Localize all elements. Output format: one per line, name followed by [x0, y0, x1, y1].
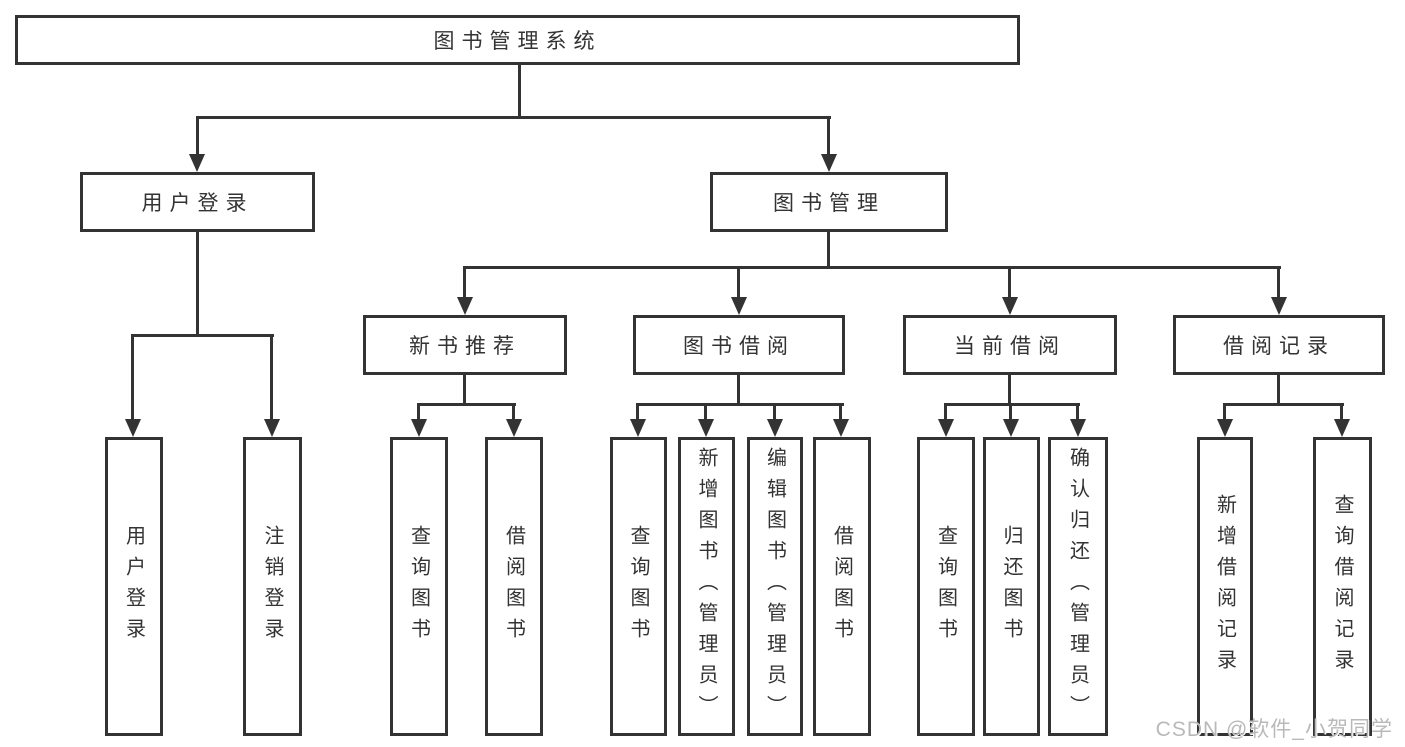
- arrow-down-icon: [1217, 419, 1233, 437]
- leaf-borrow-books-1: 借阅图书: [485, 437, 543, 736]
- arrow-down-icon: [1003, 419, 1019, 437]
- leaf-query-borrow-record: 查询借阅记录: [1313, 437, 1372, 736]
- connector-drop: [773, 403, 776, 421]
- connector-drop: [1076, 403, 1079, 421]
- connector-drop: [1340, 403, 1343, 421]
- connector-root-branch: [196, 116, 831, 119]
- node-book-borrowing: 图书借阅: [633, 315, 845, 375]
- leaf-label: 新增借阅记录: [1213, 493, 1236, 680]
- leaf-label: 查询图书: [407, 524, 430, 649]
- connector-current-borrow-branch: [944, 403, 1080, 406]
- connector-user-login-branch: [131, 334, 274, 337]
- leaf-label: 新增图书（管理员）: [695, 447, 717, 726]
- arrow-down-icon: [767, 419, 783, 437]
- node-new-book-recommendation: 新书推荐: [363, 315, 567, 375]
- connector-new-book-rec-stem: [463, 375, 466, 405]
- connector-borrow-records-stem: [1277, 375, 1280, 405]
- arrow-down-icon: [630, 419, 646, 437]
- arrow-down-icon: [411, 419, 427, 437]
- connector-new-book-rec-branch: [417, 403, 516, 406]
- connector-drop: [512, 403, 515, 421]
- node-root: 图书管理系统: [15, 15, 1020, 65]
- arrow-down-icon: [1271, 297, 1287, 315]
- arrow-down-icon: [1334, 419, 1350, 437]
- leaf-edit-books-admin: 编辑图书（管理员）: [747, 437, 803, 736]
- arrow-down-icon: [506, 419, 522, 437]
- connector-drop-user-login: [196, 116, 199, 156]
- leaf-add-borrow-record: 新增借阅记录: [1197, 437, 1253, 736]
- connector-drop: [839, 403, 842, 421]
- arrow-down-icon: [189, 154, 205, 172]
- leaf-borrow-books-2: 借阅图书: [813, 437, 871, 736]
- arrow-down-icon: [833, 419, 849, 437]
- node-current-borrowing: 当前借阅: [903, 315, 1117, 375]
- connector-drop: [1223, 403, 1226, 421]
- connector-root-stem: [518, 65, 521, 118]
- csdn-watermark: CSDN @软件_小贺同学: [1155, 718, 1393, 741]
- leaf-label: 注销登录: [261, 524, 283, 649]
- arrow-down-icon: [938, 419, 954, 437]
- leaf-query-books-2: 查询图书: [610, 437, 667, 736]
- leaf-label: 借阅图书: [502, 524, 525, 649]
- arrow-down-icon: [821, 154, 837, 172]
- leaf-label: 借阅图书: [830, 524, 853, 649]
- leaf-logout: 注销登录: [243, 437, 302, 736]
- connector-drop: [704, 403, 707, 421]
- connector-drop: [636, 403, 639, 421]
- leaf-query-books-1: 查询图书: [390, 437, 448, 736]
- connector-current-borrow-stem: [1008, 375, 1011, 405]
- node-user-login: 用户登录: [80, 172, 315, 232]
- connector-book-borrow-branch: [636, 403, 844, 406]
- leaf-label: 查询借阅记录: [1331, 493, 1353, 680]
- connector-drop-book-mgmt: [827, 116, 830, 156]
- arrow-down-icon: [125, 419, 141, 437]
- connector-book-borrow-stem: [737, 375, 740, 405]
- connector-drop: [944, 403, 947, 421]
- leaf-confirm-return-admin: 确认归还（管理员）: [1048, 437, 1108, 736]
- connector-drop-leaf-user-login: [131, 334, 134, 421]
- connector-book-mgmt-stem: [827, 232, 830, 268]
- leaf-query-books-3: 查询图书: [917, 437, 975, 736]
- leaf-label: 确认归还（管理员）: [1066, 447, 1089, 726]
- connector-drop-leaf-logout: [270, 334, 273, 421]
- leaf-label: 编辑图书（管理员）: [763, 447, 786, 726]
- connector-drop-current-borrow: [1008, 266, 1011, 299]
- connector-drop-book-borrow: [737, 266, 740, 299]
- arrow-down-icon: [264, 419, 280, 437]
- leaf-label: 用户登录: [122, 524, 145, 649]
- node-borrowing-records: 借阅记录: [1173, 315, 1385, 375]
- leaf-add-books-admin: 新增图书（管理员）: [678, 437, 735, 736]
- connector-book-mgmt-branch: [463, 266, 1281, 269]
- arrow-down-icon: [1002, 297, 1018, 315]
- connector-drop-new-book-rec: [463, 266, 466, 299]
- node-book-management: 图书管理: [710, 172, 948, 232]
- leaf-label: 查询图书: [934, 524, 957, 649]
- leaf-label: 查询图书: [627, 524, 649, 649]
- connector-drop-borrow-records: [1277, 266, 1280, 299]
- arrow-down-icon: [698, 419, 714, 437]
- arrow-down-icon: [731, 297, 747, 315]
- leaf-return-books: 归还图书: [983, 437, 1040, 736]
- connector-drop: [417, 403, 420, 421]
- arrow-down-icon: [457, 297, 473, 315]
- connector-user-login-stem: [196, 232, 199, 336]
- connector-borrow-records-branch: [1223, 403, 1344, 406]
- leaf-user-login: 用户登录: [105, 437, 163, 736]
- arrow-down-icon: [1070, 419, 1086, 437]
- connector-drop: [1009, 403, 1012, 421]
- leaf-label: 归还图书: [1000, 524, 1022, 649]
